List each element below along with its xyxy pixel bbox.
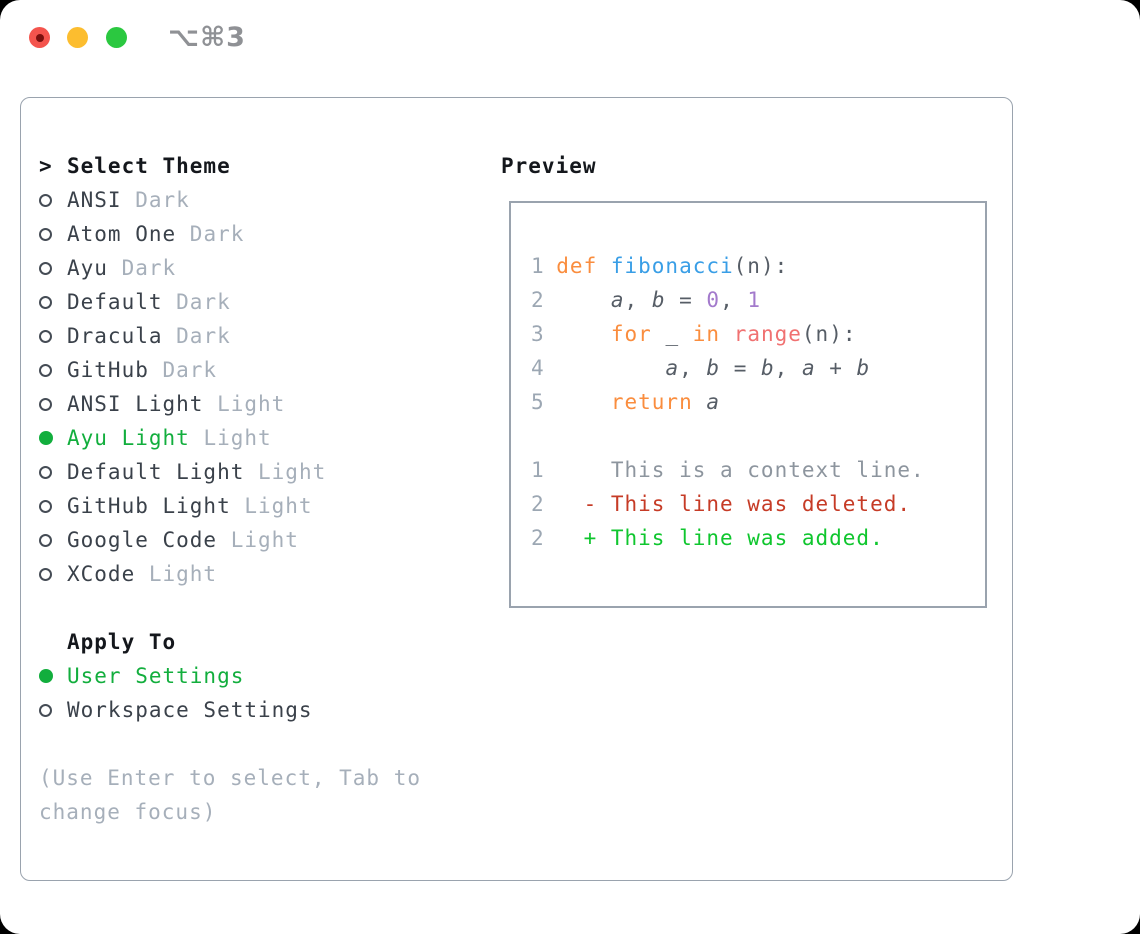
apply-option-user-settings[interactable]: User Settings — [39, 659, 464, 693]
window-titlebar: ⌥⌘3 — [0, 0, 1140, 74]
option-label: XCode — [67, 562, 136, 586]
theme-option-ayu-light[interactable]: Ayu Light Light — [39, 421, 464, 455]
radio-unselected-icon — [39, 193, 52, 207]
theme-option-github[interactable]: GitHub Dark — [39, 353, 464, 387]
radio-selected-icon — [39, 431, 53, 445]
select-theme-heading-label: Select Theme — [67, 154, 231, 178]
option-label: ANSI Light — [67, 392, 204, 416]
spacer — [39, 727, 464, 761]
preview-code-line: 4 a, b = b, a + b — [531, 356, 871, 380]
option-variant-label: Dark — [162, 290, 231, 314]
option-label: GitHub Light — [67, 494, 231, 518]
option-variant-label: Dark — [121, 188, 190, 212]
option-variant-label: Dark — [176, 222, 245, 246]
theme-option-github-light[interactable]: GitHub Light Light — [39, 489, 464, 523]
line-number: 2 — [531, 288, 545, 312]
preview-code-line: 1 This is a context line. — [531, 458, 925, 482]
option-label: Workspace Settings — [67, 698, 313, 722]
option-label: ANSI — [67, 188, 122, 212]
preview-code-line: 2 a, b = 0, 1 — [531, 288, 762, 312]
option-variant-label: Light — [217, 528, 299, 552]
theme-option-default[interactable]: Default Dark — [39, 285, 464, 319]
option-variant-label: Light — [135, 562, 218, 586]
preview-code-line: 2 + This line was added. — [531, 526, 884, 550]
zoom-button[interactable] — [106, 27, 127, 48]
apply-to-heading-label: Apply To — [67, 630, 177, 654]
option-variant-label: Light — [244, 460, 327, 484]
keyboard-hint: (Use Enter to select, Tab to change focu… — [39, 766, 422, 824]
spacer — [39, 591, 464, 625]
line-number: 1 — [531, 254, 545, 278]
radio-unselected-icon — [39, 261, 52, 275]
radio-unselected-icon — [39, 465, 52, 479]
option-label: Atom One — [67, 222, 177, 246]
preview-heading: Preview — [501, 154, 597, 178]
minimize-button[interactable] — [67, 27, 88, 48]
theme-option-google-code[interactable]: Google Code Light — [39, 523, 464, 557]
option-label: Default Light — [67, 460, 245, 484]
theme-option-dracula[interactable]: Dracula Dark — [39, 319, 464, 353]
option-label: Ayu Light — [67, 426, 190, 450]
radio-unselected-icon — [39, 499, 52, 513]
option-variant-label: Dark — [148, 358, 218, 382]
radio-unselected-icon — [39, 533, 52, 547]
prompt-cursor-icon: > — [39, 154, 53, 178]
theme-option-ansi-light[interactable]: ANSI Light Light — [39, 387, 464, 421]
option-label: Dracula — [67, 324, 163, 348]
radio-unselected-icon — [39, 295, 52, 309]
theme-option-atom-one[interactable]: Atom One Dark — [39, 217, 464, 251]
window-title: ⌥⌘3 — [168, 22, 246, 53]
radio-unselected-icon — [39, 227, 52, 241]
radio-selected-icon — [39, 669, 53, 683]
preview-blank-line — [531, 424, 985, 458]
radio-unselected-icon — [39, 329, 52, 343]
option-label: Default — [67, 290, 163, 314]
radio-unselected-icon — [39, 567, 52, 581]
apply-option-workspace-settings[interactable]: Workspace Settings — [39, 693, 464, 727]
close-button[interactable] — [29, 27, 50, 48]
line-number: 2 — [531, 492, 545, 516]
select-theme-heading: > Select Theme — [39, 149, 464, 183]
theme-option-xcode[interactable]: XCode Light — [39, 557, 464, 591]
preview-code-line: 2 - This line was deleted. — [531, 492, 912, 516]
option-label: Google Code — [67, 528, 218, 552]
apply-to-heading: Apply To — [39, 625, 464, 659]
option-variant-label: Light — [203, 392, 286, 416]
option-label: Ayu — [67, 256, 108, 280]
option-variant-label: Light — [230, 494, 313, 518]
option-label: User Settings — [67, 664, 245, 688]
line-number: 3 — [531, 322, 545, 346]
option-variant-label: Light — [189, 426, 272, 450]
line-number: 1 — [531, 458, 545, 482]
theme-option-default-light[interactable]: Default Light Light — [39, 455, 464, 489]
radio-unselected-icon — [39, 363, 52, 377]
theme-option-ansi[interactable]: ANSI Dark — [39, 183, 464, 217]
radio-unselected-icon — [39, 397, 52, 411]
line-number: 5 — [531, 390, 545, 414]
preview-code-line: 5 return a — [531, 390, 721, 414]
radio-unselected-icon — [39, 703, 52, 717]
line-number: 2 — [531, 526, 545, 550]
line-number: 4 — [531, 356, 545, 380]
option-variant-label: Dark — [107, 256, 177, 280]
option-variant-label: Dark — [162, 324, 231, 348]
option-label: GitHub — [67, 358, 149, 382]
preview-code-line: 3 for _ in range(n): — [531, 322, 857, 346]
theme-option-ayu[interactable]: Ayu Dark — [39, 251, 464, 285]
